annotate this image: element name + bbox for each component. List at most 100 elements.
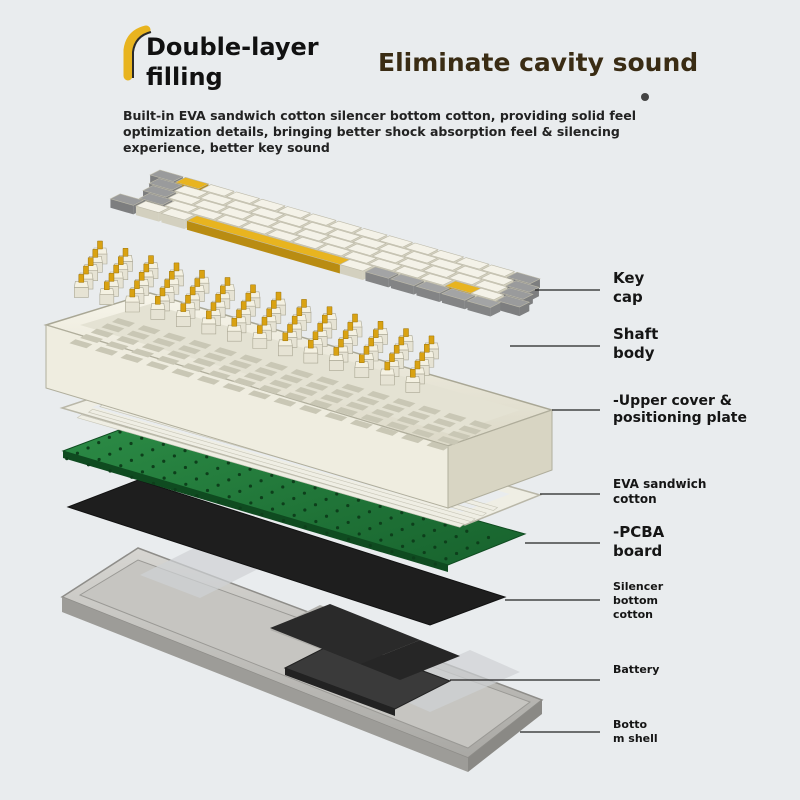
pcb-pad	[119, 464, 123, 468]
pcb-pad	[151, 448, 155, 452]
keycap	[251, 198, 286, 212]
pcb-pad	[465, 529, 469, 533]
switch-stem	[134, 280, 140, 289]
pcb-pad	[129, 458, 134, 462]
keycap	[480, 264, 516, 277]
pcb-pad	[367, 510, 372, 514]
pcb-pad	[314, 519, 318, 524]
pcb-pad	[194, 477, 199, 481]
plate-hole	[163, 332, 186, 342]
switch-housing	[176, 316, 191, 327]
pcb-pad	[389, 516, 393, 520]
plate-hole	[360, 414, 384, 424]
switch-stem	[118, 256, 124, 265]
plate-hole	[69, 339, 93, 349]
keycap-side	[441, 293, 465, 310]
pcb-pad	[476, 541, 480, 545]
switch-stem	[271, 300, 277, 309]
keycap-side	[416, 286, 440, 302]
pcb-pad	[86, 446, 90, 450]
keycap	[199, 192, 234, 205]
keycap	[422, 265, 458, 278]
pcb-pad	[346, 520, 350, 525]
keycap	[301, 221, 336, 235]
accent-arc-icon	[123, 25, 151, 81]
pcb-pad	[324, 497, 328, 501]
plate-hole	[407, 410, 431, 420]
battery	[283, 639, 452, 716]
keycap-side	[135, 206, 159, 222]
pcb-pad	[183, 465, 188, 470]
keycap	[377, 243, 413, 257]
keycap	[135, 200, 170, 213]
plate-hole	[243, 372, 267, 382]
pcb-pad	[356, 498, 361, 502]
switch-housing	[380, 374, 395, 386]
pcb-pad	[281, 502, 285, 506]
keycap	[506, 271, 541, 285]
headline-left: Double-layer filling	[146, 33, 319, 91]
switch-stem	[194, 278, 201, 287]
pcb-pad	[238, 506, 242, 510]
switch-housing	[303, 352, 319, 364]
pcb-pad	[379, 538, 383, 542]
pcb-pad	[400, 511, 404, 515]
keycap-side	[519, 302, 530, 317]
pcb-pad	[195, 494, 199, 498]
plate-hole	[330, 389, 354, 399]
switch-stem	[312, 331, 319, 340]
switch-stem	[220, 285, 226, 295]
plate-hole	[305, 381, 329, 391]
pcb-pad	[357, 515, 361, 519]
plate-hole	[233, 377, 257, 387]
keycap	[339, 259, 374, 272]
switch-stem	[363, 346, 370, 355]
plate-hole	[290, 369, 314, 379]
plate-hole	[443, 412, 467, 422]
switch-stem	[384, 361, 391, 371]
keycap	[326, 229, 362, 242]
keycap	[164, 200, 199, 213]
switch-stem	[87, 257, 94, 266]
switch-stem	[92, 249, 99, 258]
switch-stem	[347, 322, 354, 331]
pcb-pad	[313, 503, 318, 507]
switch-stem	[257, 325, 263, 334]
switch-housing	[329, 360, 344, 371]
plate-hole	[120, 353, 144, 363]
plate-hole	[182, 363, 206, 373]
switch-stem	[333, 347, 340, 356]
keycap	[276, 206, 312, 219]
plate-hole	[418, 405, 441, 415]
pcb-pad	[335, 509, 339, 513]
plate-hole	[335, 406, 359, 416]
switch-stem	[261, 316, 268, 326]
keycap	[149, 169, 184, 182]
plate-hole	[90, 328, 114, 338]
switch-stem	[373, 329, 379, 338]
pcb-pad	[205, 488, 210, 493]
switch-stem	[215, 293, 221, 303]
pcba-board	[61, 423, 527, 572]
keycap	[342, 251, 378, 264]
plate-hole	[131, 348, 155, 358]
switch-stem	[199, 269, 205, 279]
pcb-pad	[118, 430, 122, 434]
plate-hole	[222, 383, 246, 393]
pcb-pad	[151, 481, 156, 486]
switch-housing	[278, 345, 293, 357]
keycap	[275, 214, 311, 227]
pcb-pad	[303, 525, 307, 529]
switch-stem	[78, 274, 85, 283]
plate-hole	[392, 398, 416, 408]
plate-hole	[177, 345, 201, 355]
switch-stem	[338, 338, 344, 348]
pcb-pad	[194, 460, 198, 464]
switch-stem	[296, 307, 303, 316]
plate-hole	[273, 397, 297, 407]
pcb-pad	[205, 455, 209, 459]
keycap	[505, 280, 540, 293]
keycap	[148, 178, 183, 191]
plate-hole	[152, 337, 176, 347]
pcb-pad	[412, 556, 416, 560]
